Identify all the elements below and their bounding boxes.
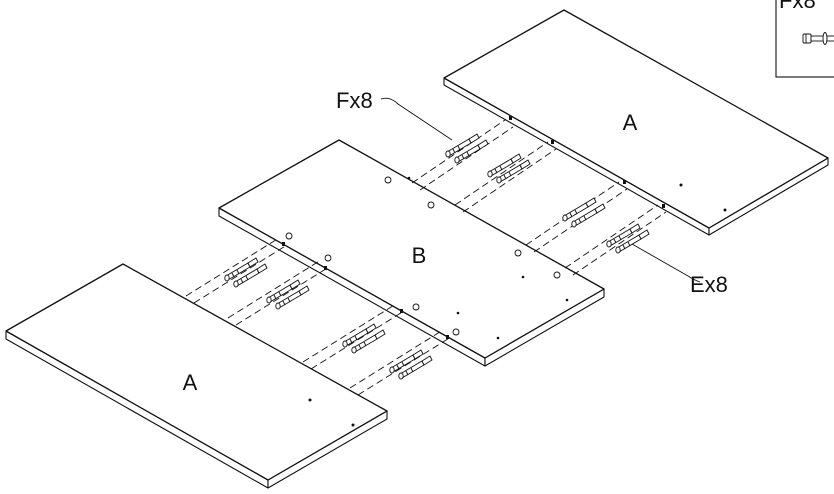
alignment-line	[310, 310, 405, 370]
panel-b-top	[218, 139, 605, 359]
alignment-line	[185, 237, 280, 297]
alignment-line	[193, 244, 288, 304]
panel-a-back-edge-hole	[623, 180, 626, 184]
bolt-f	[445, 133, 480, 158]
panel-b-edge-hole	[446, 335, 449, 339]
panel-b-pilot-hole	[565, 298, 569, 302]
bolt-e	[606, 223, 641, 248]
panel-b-label: B	[412, 243, 427, 268]
panel-b-cam-hole	[285, 232, 293, 240]
alignment-line	[454, 141, 549, 206]
panel-b-cam-hole	[514, 249, 522, 257]
panel-a-back-edge-hole	[551, 140, 554, 144]
panel-b-middle: B	[218, 139, 605, 367]
panel-a-back: A	[443, 9, 829, 236]
panel-a-front-label: A	[183, 370, 198, 395]
legend-label: Fx8	[779, 0, 816, 13]
alignment-line	[462, 148, 557, 213]
callout-f-label: Fx8	[336, 88, 373, 113]
panel-a-front: A	[5, 263, 388, 489]
alignment-line	[349, 329, 444, 389]
alignment-line	[227, 259, 322, 319]
panel-b-pilot-hole	[521, 275, 525, 279]
panel-b-cam-hole	[384, 176, 392, 184]
panel-b-edge-hole	[324, 266, 327, 270]
callout-f-leader	[380, 97, 453, 141]
panel-a-back-top	[443, 9, 829, 229]
hardware-legend: Fx8	[775, 0, 834, 78]
alignment-line	[419, 126, 514, 191]
panel-b-cam-hole	[324, 254, 332, 262]
callout-e-label: Ex8	[690, 272, 728, 297]
alignment-line	[572, 211, 667, 276]
alignment-lines-lower	[185, 237, 452, 396]
panel-b-pilot-hole	[407, 176, 411, 180]
callout-e-leader	[631, 243, 701, 283]
panel-a-back-hole	[679, 183, 683, 187]
panel-b-cam-hole	[553, 271, 561, 279]
panel-a-front-hole	[308, 398, 312, 402]
panel-a-back-hole	[723, 208, 727, 212]
bolt-e	[562, 197, 597, 222]
panel-b-pilot-hole	[496, 336, 500, 340]
bolt-lower	[342, 323, 377, 348]
bolt-f	[496, 159, 531, 184]
bolt-lower	[266, 279, 301, 304]
alignment-line	[357, 336, 452, 396]
callout-f: Fx8	[336, 88, 453, 141]
panel-a-back-label: A	[623, 110, 638, 135]
callout-e: Ex8	[631, 243, 728, 297]
bolt-e	[571, 203, 606, 228]
panel-b-edge-hole	[400, 309, 403, 313]
bolt-f	[454, 139, 489, 164]
panel-b-pilot-hole	[456, 311, 460, 315]
alignment-line	[564, 204, 659, 269]
alignment-line	[235, 266, 330, 326]
panel-a-back-edge-hole	[662, 204, 665, 208]
alignment-line	[411, 119, 506, 184]
panel-a-back-edge-hole	[509, 116, 512, 120]
alignment-line	[302, 303, 397, 363]
panel-b-edge-hole	[282, 242, 285, 246]
panel-b-cam-hole	[427, 201, 435, 209]
panel-a-front-hole	[351, 423, 355, 427]
bolt-lower	[224, 257, 259, 282]
bolt-e	[615, 229, 650, 254]
connector-bolt-icon	[802, 32, 834, 45]
bolt-f	[487, 153, 522, 178]
panel-b-cam-hole	[452, 328, 460, 336]
panel-a-front-top	[5, 263, 388, 481]
panel-b-cam-hole	[412, 303, 420, 311]
bolt-lower	[389, 349, 424, 374]
